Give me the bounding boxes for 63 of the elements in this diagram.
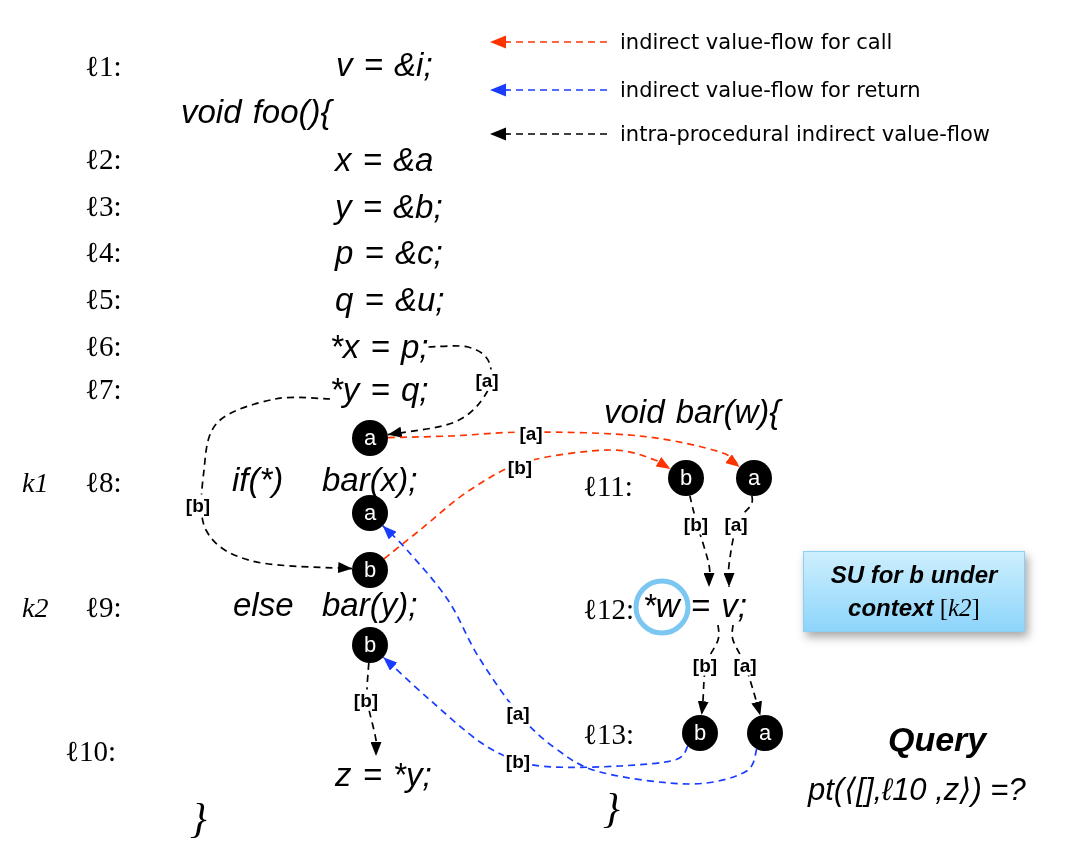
- line-number-label: ℓ9:: [85, 591, 122, 625]
- code-statement: z = *y;: [335, 756, 432, 794]
- dashed-arrow: [200, 396, 353, 574]
- context-label: k2: [22, 591, 49, 625]
- value-circle: b: [352, 552, 388, 588]
- edge-label: [a]: [722, 513, 750, 535]
- line-number-label: ℓ12:: [583, 593, 634, 627]
- dashed-arrow: [731, 624, 762, 717]
- code-statement: *w = v;: [643, 587, 747, 625]
- line-number-label: ℓ11:: [583, 470, 633, 504]
- legend-label: indirect value-flow for return: [620, 78, 921, 102]
- closing-brace: }: [603, 783, 620, 833]
- dashed-arrow: [382, 656, 689, 769]
- code-text: bar(y);: [322, 586, 418, 624]
- edge-label: [b]: [351, 689, 381, 711]
- code-text: q = &u;: [335, 281, 445, 319]
- edge-label: [a]: [504, 702, 532, 724]
- line-number-label: ℓ1:: [85, 50, 122, 84]
- code-text: if(*): [232, 461, 284, 499]
- line-number-label: ℓ8:: [85, 466, 122, 500]
- legend-label: indirect value-flow for call: [620, 30, 893, 54]
- code-text: x = &a: [335, 141, 434, 179]
- line-number-label: ℓ2:: [85, 143, 122, 177]
- line-number-label: ℓ7:: [85, 373, 122, 407]
- query-formula: pt(⟨[],ℓ10 ,z⟩) =?: [808, 772, 1026, 808]
- value-circle: b: [668, 460, 704, 496]
- dashed-arrow: [366, 662, 382, 757]
- closing-brace: }: [190, 793, 207, 843]
- value-circle: b: [682, 715, 718, 751]
- line-number-label: ℓ3:: [85, 190, 122, 224]
- code-text: y = &b;: [335, 188, 443, 226]
- query-heading: Query: [888, 720, 987, 760]
- dashed-arrow: [723, 495, 754, 588]
- line-number-label: ℓ13:: [583, 718, 634, 752]
- value-circle: a: [352, 495, 388, 531]
- edge-label: [b]: [681, 513, 711, 535]
- code-statement: *y = q;: [330, 371, 429, 409]
- value-circle: b: [352, 627, 388, 663]
- context-label: k1: [22, 466, 49, 500]
- code-text: else: [233, 586, 294, 624]
- note-box: SU for b under context [k2]: [803, 551, 1025, 632]
- line-number-label: ℓ10:: [65, 735, 116, 769]
- code-text: p = &c;: [335, 234, 443, 272]
- edge-label: [a]: [473, 369, 501, 391]
- code-statement: *x = p;: [330, 328, 429, 366]
- value-circle: a: [747, 715, 783, 751]
- line-number-label: ℓ5:: [85, 283, 122, 317]
- dashed-arrow: [689, 494, 716, 588]
- code-text: void bar(w){: [604, 393, 781, 431]
- dashed-arrow: [383, 449, 672, 560]
- value-circle: a: [736, 460, 772, 496]
- legend-label: intra-procedural indirect value-flow: [620, 122, 990, 146]
- dashed-arrow: [386, 345, 493, 438]
- value-circle: a: [352, 420, 388, 456]
- code-text: v = &i;: [336, 46, 433, 84]
- dashed-arrow: [387, 431, 741, 468]
- code-text: void foo(){: [181, 93, 332, 131]
- line-number-label: ℓ4:: [85, 236, 122, 270]
- dashed-arrow: [697, 624, 720, 716]
- dashed-arrow: [381, 524, 758, 785]
- edge-label: [b]: [505, 456, 535, 478]
- edge-label: [b]: [183, 494, 213, 516]
- line-number-label: ℓ6:: [85, 330, 122, 364]
